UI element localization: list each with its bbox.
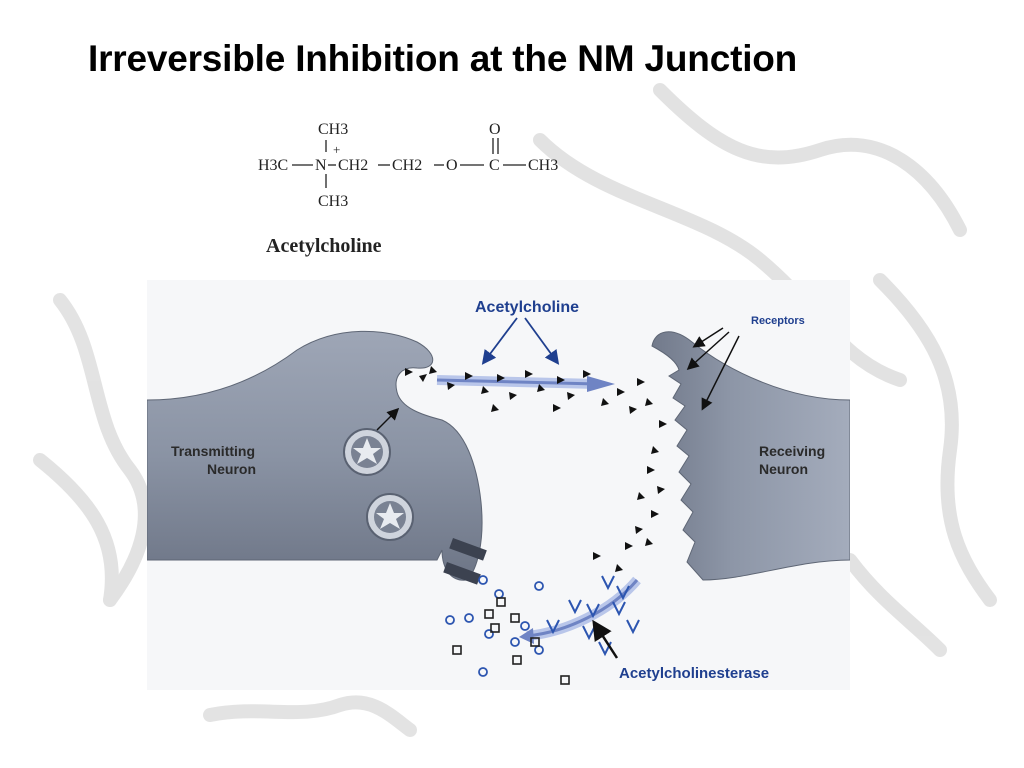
slide-title: Irreversible Inhibition at the NM Juncti…	[88, 38, 798, 79]
leaf-swirl	[843, 553, 947, 657]
leaf-swirl	[33, 453, 119, 607]
leaf-swirl	[203, 695, 417, 737]
formula-bottom-methyl: CH3	[318, 193, 348, 210]
formula-carbonyl-oxygen: O	[489, 121, 501, 138]
label-receiving-neuron-line1: Receiving	[759, 443, 825, 459]
leaf-swirl	[873, 273, 997, 607]
leaf-swirl	[653, 83, 967, 237]
acetylcholine-molecules	[405, 366, 667, 572]
acetylcholine-structural-formula: CH3 + H3C N CH2 CH2 O O C CH3 CH3	[258, 121, 558, 210]
label-acetylcholinesterase: Acetylcholinesterase	[619, 665, 769, 682]
formula-nitrogen: N	[315, 157, 327, 174]
formula-charge: +	[333, 142, 340, 157]
formula-top-methyl: CH3	[318, 121, 348, 138]
synaptic-vesicle	[366, 493, 414, 541]
formula-right-methyl: CH3	[528, 157, 558, 174]
label-receiving-neuron-line2: Neuron	[759, 461, 808, 477]
reuptake-channel	[443, 561, 481, 585]
acetate-products	[452, 597, 570, 685]
label-acetylcholine: Acetylcholine	[475, 299, 579, 316]
synapse-diagram: Acetylcholine Receptors Transmitting Neu…	[147, 280, 850, 690]
leaf-swirl	[53, 293, 152, 607]
label-receptors: Receptors	[751, 315, 805, 327]
formula-methylene-2: CH2	[392, 157, 422, 174]
formula-left-methyl: H3C	[258, 157, 288, 174]
synaptic-vesicle	[343, 428, 391, 476]
label-transmitting-neuron-line1: Transmitting	[171, 443, 255, 459]
molecule-name: Acetylcholine	[266, 235, 382, 257]
formula-methylene-1: CH2	[338, 157, 368, 174]
reuptake-channel	[449, 538, 487, 561]
label-transmitting-neuron-line2: Neuron	[207, 461, 256, 477]
formula-ester-oxygen: O	[446, 157, 458, 174]
formula-carbonyl-carbon: C	[489, 157, 500, 174]
